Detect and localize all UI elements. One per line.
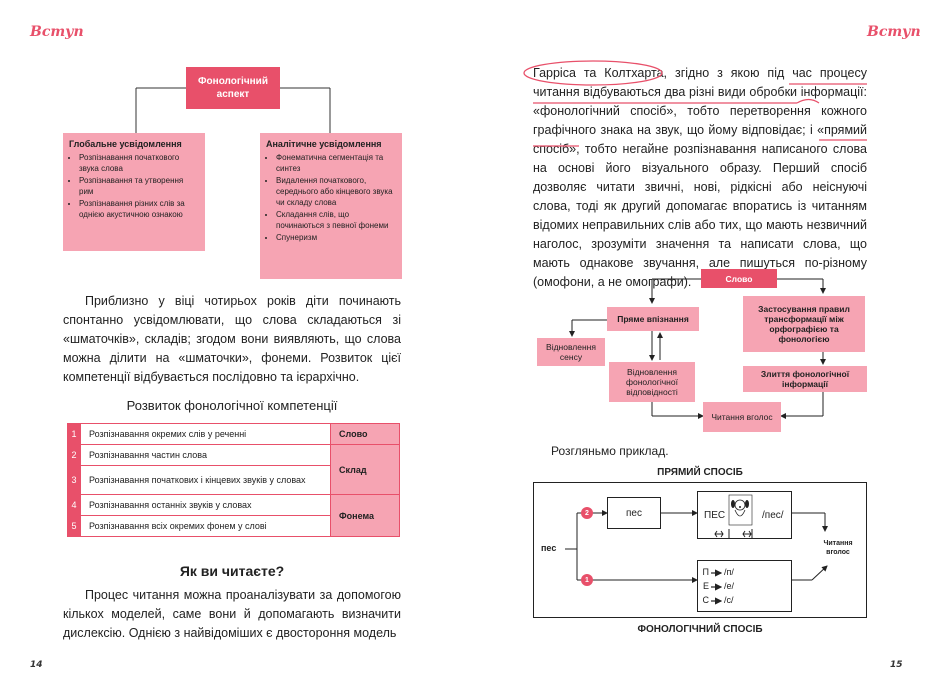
category-word: Слово: [330, 423, 400, 445]
running-header: Вступ: [867, 24, 921, 40]
phonological-route-title: ФОНОЛОГІЧНИЙ СПОСІБ: [637, 624, 763, 635]
global-item: Розпізнавання різних слів за однією акус…: [79, 198, 199, 220]
route-badge-1: 1: [581, 574, 593, 586]
category-syllable: Склад: [330, 444, 400, 495]
route-badge-2: 2: [581, 507, 593, 519]
flow-direct-recognition: Пряме впізнання: [607, 307, 699, 331]
phoneme-label: /п/: [724, 567, 734, 577]
global-awareness-box: Глобальне усвідомлення Розпізнавання поч…: [63, 133, 205, 251]
phoneme-label: /с/: [724, 595, 734, 605]
flowchart-connectors: [569, 278, 826, 419]
table-row: 1 Розпізнавання окремих слів у реченні С…: [67, 423, 400, 445]
section-heading: Як ви читаєте?: [179, 563, 285, 579]
phoneme-label: /е/: [724, 581, 735, 591]
analytic-item: Видалення початкового, середнього або кі…: [276, 175, 396, 208]
analytic-item: Спунеризм: [276, 232, 396, 243]
direct-word-label: пес: [626, 507, 642, 519]
paragraph-dual-route: Гарріса та Колтхарта, згідно з якою під …: [533, 66, 867, 289]
page-number: 15: [890, 660, 903, 670]
direct-word-box: пес: [607, 497, 661, 529]
row-text: Розпізнавання частин слова: [80, 444, 331, 466]
example-intro: Розгляньмо приклад.: [551, 444, 669, 458]
table-title: Розвиток фонологічної компетенції: [126, 398, 338, 413]
category-phoneme: Фонема: [330, 494, 400, 537]
table-row: 3 Розпізнавання початкових і кінцевих зв…: [67, 465, 400, 495]
flow-word-box: Слово: [701, 269, 777, 288]
analytic-item: Фонематична сегментація та синтез: [276, 152, 396, 174]
paragraph-reading-models: Процес читання можна проаналізувати за д…: [63, 588, 401, 640]
analytic-item: Складання слів, що починаються з певної …: [276, 209, 396, 231]
phonological-conversion-box: [697, 560, 792, 612]
handwritten-annotations: [523, 60, 867, 147]
global-awareness-title: Глобальне усвідомлення: [69, 139, 182, 149]
row-text: Розпізнавання початкових і кінцевих звук…: [80, 465, 331, 495]
analytic-awareness-box: Аналітичне усвідомлення Фонематична сегм…: [260, 133, 402, 279]
table-row: 2 Розпізнавання частин слова Склад: [67, 444, 400, 495]
read-aloud-output: Читання вголос: [823, 540, 853, 556]
dual-route-frame: [533, 482, 867, 618]
dog-picture-icon: [728, 494, 753, 526]
row-number: 1: [67, 423, 81, 445]
letter-label: С: [702, 595, 710, 605]
row-number: 4: [67, 494, 81, 516]
table-row: 4 Розпізнавання останніх звуків у словах…: [67, 494, 400, 537]
row-text: Розпізнавання всіх окремих фонем у слові: [80, 515, 331, 537]
row-text: Розпізнавання окремих слів у реченні: [80, 423, 331, 445]
row-number: 3: [67, 465, 81, 495]
right-page: Вступ Гарріса та Колтхарта, згідно з яко…: [467, 0, 933, 700]
page-number: 14: [30, 660, 43, 670]
lexicon-word-upper: ПЕС: [704, 510, 726, 521]
direct-route-title: ПРЯМИЙ СПОСІБ: [657, 467, 743, 478]
letter-label: Е: [702, 581, 709, 591]
input-word-label: пес: [541, 543, 557, 553]
left-page: Вступ Фонологічний аспект Глобальне усві…: [0, 0, 466, 700]
global-item: Розпізнавання та утворення рим: [79, 175, 199, 197]
row-number: 5: [67, 515, 81, 537]
analytic-awareness-title: Аналітичне усвідомлення: [266, 139, 382, 149]
flow-phon-match-box: Відновлення фонологічної відповідності: [609, 362, 695, 402]
phonology-table: 1 Розпізнавання окремих слів у реченні С…: [67, 423, 400, 537]
global-item: Розпізнавання початкового звука слова: [79, 152, 199, 174]
flow-meaning-box: Відновлення сенсу: [537, 338, 605, 366]
flow-rules-box: Застосування правил трансформації між ор…: [743, 296, 865, 352]
phonology-tree-connectors: [135, 87, 331, 133]
table-row: 5 Розпізнавання всіх окремих фонем у сло…: [67, 515, 400, 537]
row-text: Розпізнавання останніх звуків у словах: [80, 494, 331, 516]
row-number: 2: [67, 444, 81, 466]
flow-merge-box: Злиття фонологічної інформації: [743, 366, 867, 392]
running-header: Вступ: [30, 24, 84, 40]
letter-label: П: [702, 567, 709, 577]
lexicon-word-phonetic: /пес/: [762, 510, 784, 521]
paragraph-development: Приблизно у віці чотирьох років діти поч…: [63, 294, 401, 384]
phonology-root-label: Фонологічний аспект: [198, 76, 268, 100]
lexicon-box: ПЕС /пес/: [697, 491, 792, 539]
flow-read-aloud-box: Читання вголос: [703, 402, 781, 432]
phonology-root-box: Фонологічний аспект: [186, 67, 280, 109]
